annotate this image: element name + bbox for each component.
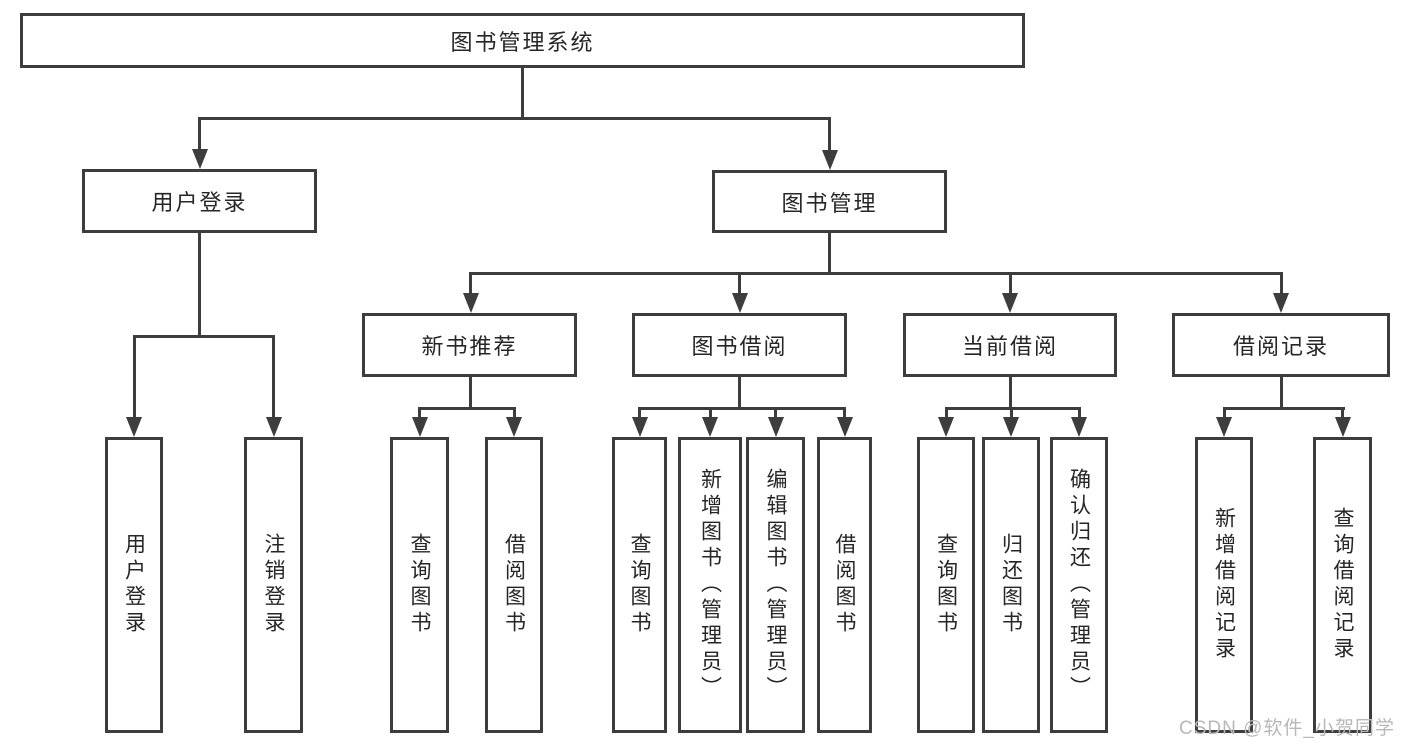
arrow-icon — [821, 150, 838, 170]
connector-line — [198, 117, 831, 120]
leaf-query-books-2: 查询图书 — [612, 437, 667, 733]
connector-line — [1077, 407, 1081, 419]
leaf-query-books-3: 查询图书 — [917, 437, 975, 733]
connector-line — [198, 117, 201, 152]
node-user-login: 用户登录 — [82, 169, 317, 233]
arrow-icon — [767, 417, 784, 437]
connector-line — [774, 407, 777, 419]
connector-line — [1279, 377, 1283, 407]
node-new-book-recommend: 新书推荐 — [362, 313, 577, 377]
leaf-add-borrow-record: 新增借阅记录 — [1195, 437, 1253, 733]
connector-line — [132, 335, 275, 338]
arrow-icon — [836, 417, 853, 437]
arrow-icon — [462, 293, 479, 313]
arrow-icon — [631, 417, 648, 437]
connector-line — [418, 407, 421, 419]
leaf-add-books-admin: 新增图书（管理员） — [678, 437, 742, 733]
connector-line — [828, 233, 831, 272]
leaf-edit-books-admin: 编辑图书（管理员） — [746, 437, 805, 733]
arrow-icon — [1071, 417, 1087, 437]
connector-line — [1341, 407, 1344, 419]
arrow-icon — [411, 417, 428, 437]
watermark: CSDN @软件_小贺同学 — [1179, 718, 1395, 739]
connector-line — [1009, 407, 1013, 419]
connector-line — [1222, 407, 1345, 410]
node-current-borrowing: 当前借阅 — [903, 313, 1117, 377]
connector-line — [469, 377, 472, 407]
connector-line — [638, 407, 641, 419]
arrow-icon — [1003, 417, 1019, 437]
arrow-icon — [1002, 293, 1018, 313]
connector-line — [738, 272, 741, 295]
node-book-management: 图书管理 — [712, 170, 947, 233]
connector-line — [1008, 272, 1012, 295]
leaf-query-books-1: 查询图书 — [390, 437, 449, 733]
connector-line — [828, 117, 831, 153]
connector-line — [944, 407, 1081, 410]
connector-line — [708, 407, 712, 419]
arrow-icon — [702, 417, 718, 437]
connector-line — [520, 68, 524, 117]
arrow-icon — [506, 417, 522, 437]
connector-line — [638, 407, 846, 410]
arrow-icon — [938, 417, 954, 437]
connector-line — [738, 377, 741, 407]
arrow-icon — [1273, 293, 1289, 313]
arrow-icon — [265, 417, 282, 437]
node-book-borrowing: 图书借阅 — [632, 313, 847, 377]
node-borrowing-records: 借阅记录 — [1172, 313, 1390, 377]
leaf-logout: 注销登录 — [244, 437, 303, 733]
connector-line — [1008, 377, 1012, 407]
connector-line — [1279, 272, 1283, 295]
connector-line — [469, 272, 1283, 275]
connector-line — [1222, 407, 1226, 419]
arrow-icon — [126, 417, 142, 437]
connector-line — [198, 233, 201, 335]
arrow-icon — [191, 149, 208, 169]
arrow-icon — [1334, 417, 1351, 437]
arrow-icon — [731, 293, 748, 313]
connector-line — [944, 407, 948, 419]
leaf-query-borrow-record: 查询借阅记录 — [1313, 437, 1372, 733]
leaf-user-login: 用户登录 — [105, 437, 163, 733]
connector-line — [418, 407, 515, 410]
connector-line — [272, 335, 275, 419]
leaf-borrow-books-1: 借阅图书 — [485, 437, 543, 733]
connector-line — [132, 335, 136, 419]
leaf-borrow-books-2: 借阅图书 — [817, 437, 872, 733]
leaf-confirm-return-admin: 确认归还（管理员） — [1050, 437, 1108, 733]
connector-line — [843, 407, 846, 419]
arrow-icon — [1216, 417, 1232, 437]
leaf-return-books: 归还图书 — [982, 437, 1040, 733]
node-book-management-system: 图书管理系统 — [20, 13, 1025, 68]
connector-line — [512, 407, 516, 419]
connector-line — [469, 272, 472, 295]
